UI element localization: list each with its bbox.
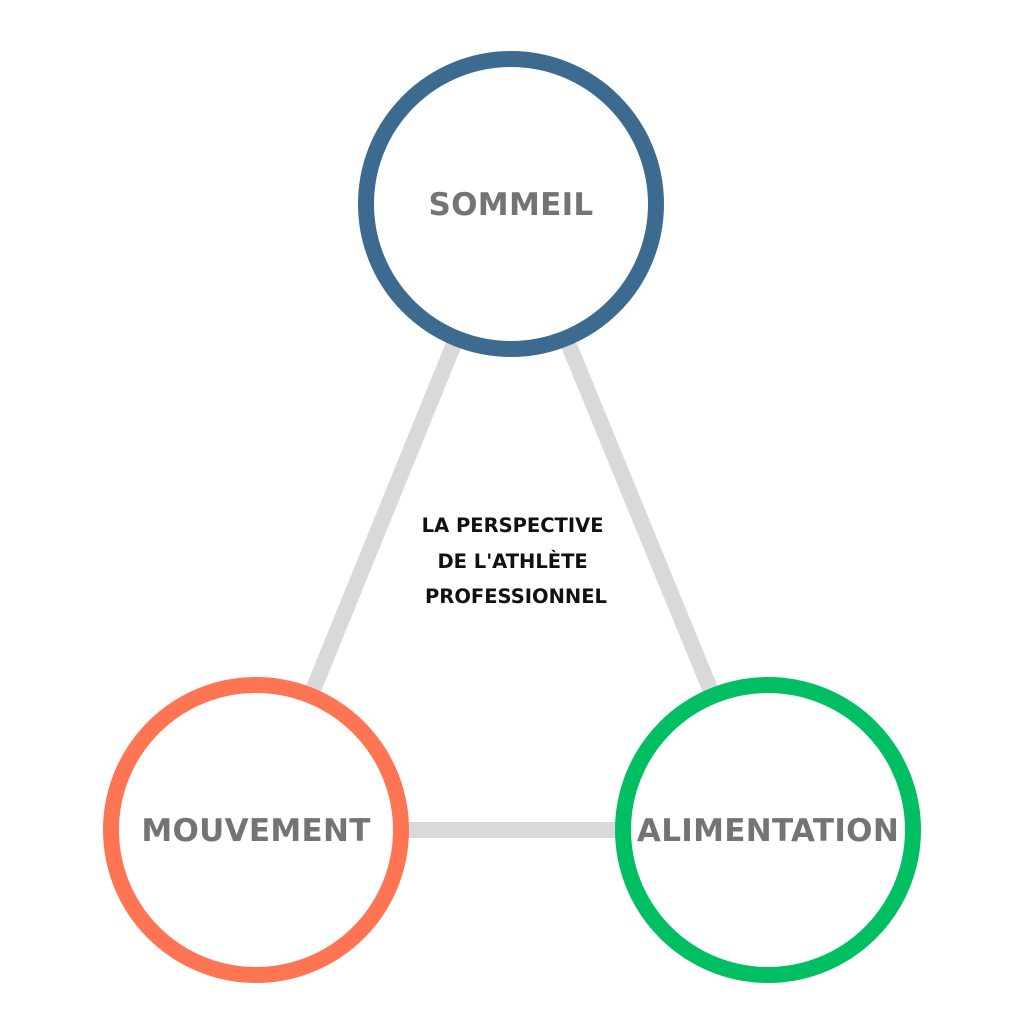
node-label-mouvement: MOUVEMENT: [141, 813, 370, 849]
node-ring-sommeil: [358, 51, 664, 357]
node-mouvement: MOUVEMENT: [103, 677, 409, 983]
node-sommeil: SOMMEIL: [358, 51, 664, 357]
node-ring-mouvement: [103, 677, 409, 983]
node-label-sommeil: SOMMEIL: [429, 187, 594, 223]
node-alimentation: ALIMENTATION: [615, 677, 921, 983]
nodes: SOMMEIL MOUVEMENT ALIMENTATION: [103, 51, 921, 983]
center-title-line-1: LA PERSPECTIVE: [422, 514, 604, 537]
center-title-line-3: PROFESSIONNEL: [425, 585, 607, 608]
center-title: LA PERSPECTIVE DE L'ATHLÈTE PROFESSIONNE…: [422, 514, 611, 608]
center-title-line-2: DE L'ATHLÈTE: [437, 550, 587, 573]
node-ring-alimentation: [615, 677, 921, 983]
node-label-alimentation: ALIMENTATION: [637, 813, 899, 849]
